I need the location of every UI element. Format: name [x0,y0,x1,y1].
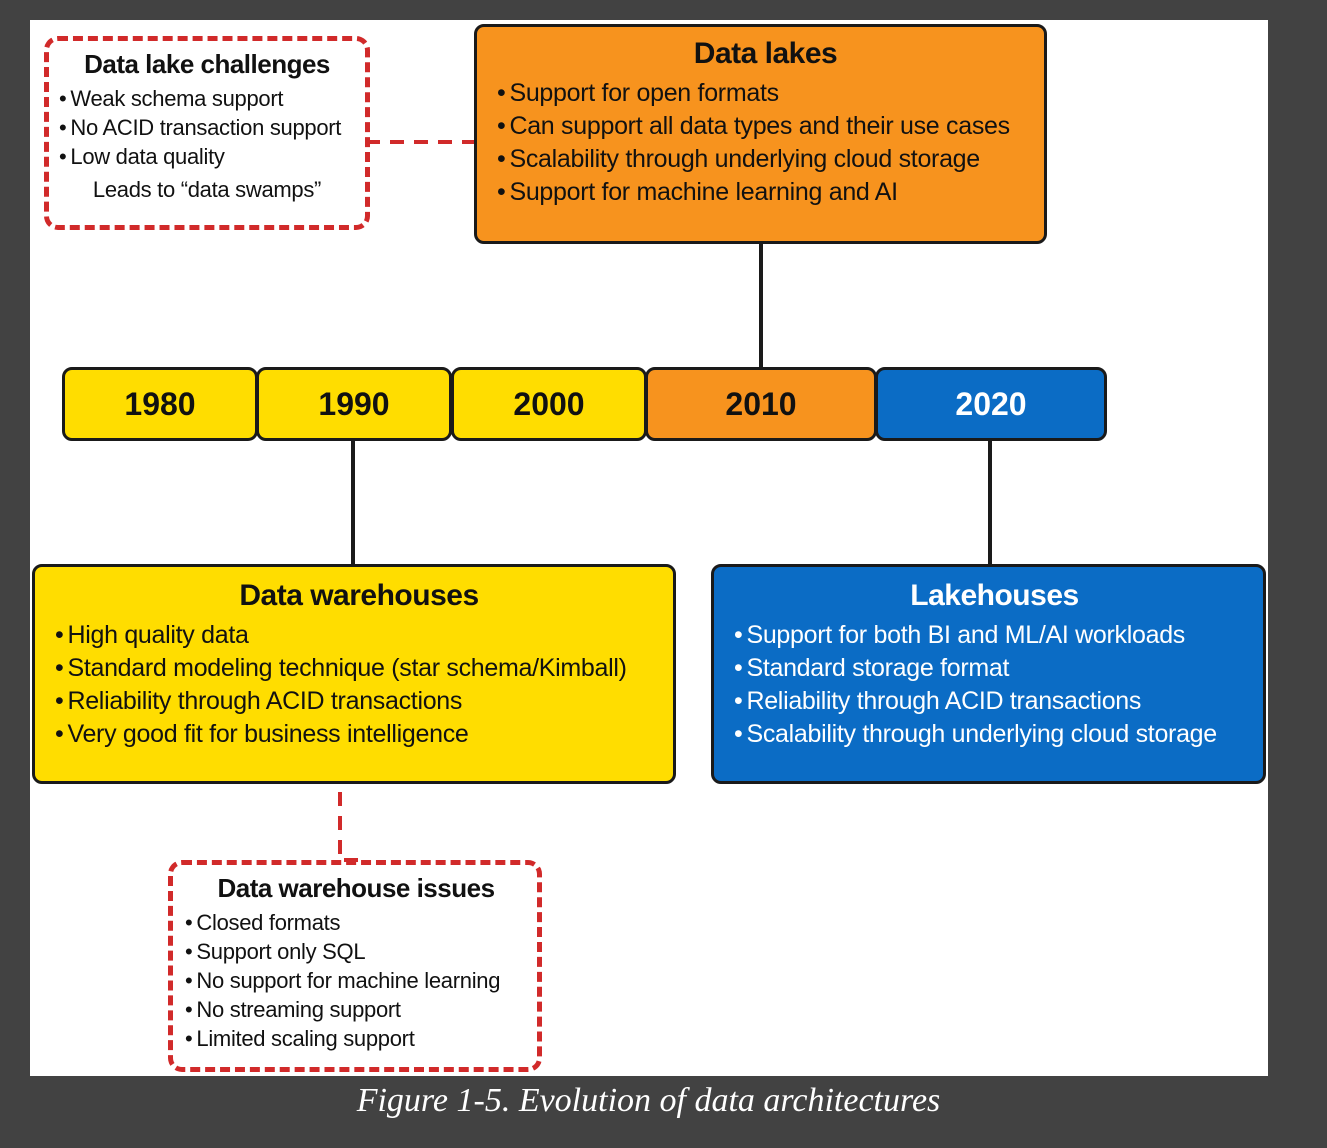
data-lake-challenges-title: Data lake challenges [84,49,330,79]
data-warehouse-issues-title: Data warehouse issues [217,873,495,903]
data-warehouses-title: Data warehouses [239,579,479,612]
list-item: Scalability through underlying cloud sto… [497,143,1034,176]
data-warehouse-issues-box: Data warehouse issues Closed formats Sup… [168,860,542,1072]
list-item: Support for open formats [497,77,1034,110]
list-item: Reliability through ACID transactions [55,685,663,718]
year-2020: 2020 [875,367,1107,441]
figure-caption: Figure 1-5. Evolution of data architectu… [356,1082,941,1119]
list-item: Support for machine learning and AI [497,176,1034,209]
list-item: No ACID transaction support [59,113,355,142]
list-item: Reliability through ACID transactions [734,685,1255,718]
list-item: Support for both BI and ML/AI workloads [734,619,1255,652]
data-lake-challenges-list: Weak schema support No ACID transaction … [59,84,355,171]
list-item: Standard storage format [734,652,1255,685]
connector-data-warehouses-issues [338,792,360,862]
list-item: Standard modeling technique (star schema… [55,652,663,685]
data-warehouses-list: High quality data Standard modeling tech… [55,619,663,751]
diagram-canvas: Data lake challenges Weak schema support… [30,20,1268,1076]
year-2000: 2000 [451,367,647,441]
data-lakes-title: Data lakes [693,37,838,70]
data-warehouses-box: Data warehouses High quality data Standa… [32,564,676,784]
data-warehouse-issues-list: Closed formats Support only SQL No suppo… [185,908,527,1053]
list-item: Scalability through underlying cloud sto… [734,718,1255,751]
year-1980: 1980 [62,367,258,441]
list-item: Limited scaling support [185,1024,527,1053]
list-item: No support for machine learning [185,966,527,995]
list-item: Closed formats [185,908,527,937]
list-item: Can support all data types and their use… [497,110,1034,143]
lakehouses-box: Lakehouses Support for both BI and ML/AI… [711,564,1266,784]
data-lake-challenges-box: Data lake challenges Weak schema support… [44,36,370,230]
list-item: High quality data [55,619,663,652]
list-item: Very good fit for business intelligence [55,718,663,751]
year-2010: 2010 [645,367,877,441]
list-item: Weak schema support [59,84,355,113]
data-lakes-list: Support for open formats Can support all… [497,77,1034,209]
data-lakes-box: Data lakes Support for open formats Can … [474,24,1047,244]
list-item: Support only SQL [185,937,527,966]
list-item: No streaming support [185,995,527,1024]
year-1990: 1990 [256,367,452,441]
lakehouses-list: Support for both BI and ML/AI workloads … [734,619,1255,751]
lakehouses-title: Lakehouses [910,579,1079,612]
list-item: Low data quality [59,142,355,171]
data-lake-challenges-footer: Leads to “data swamps” [92,177,322,202]
